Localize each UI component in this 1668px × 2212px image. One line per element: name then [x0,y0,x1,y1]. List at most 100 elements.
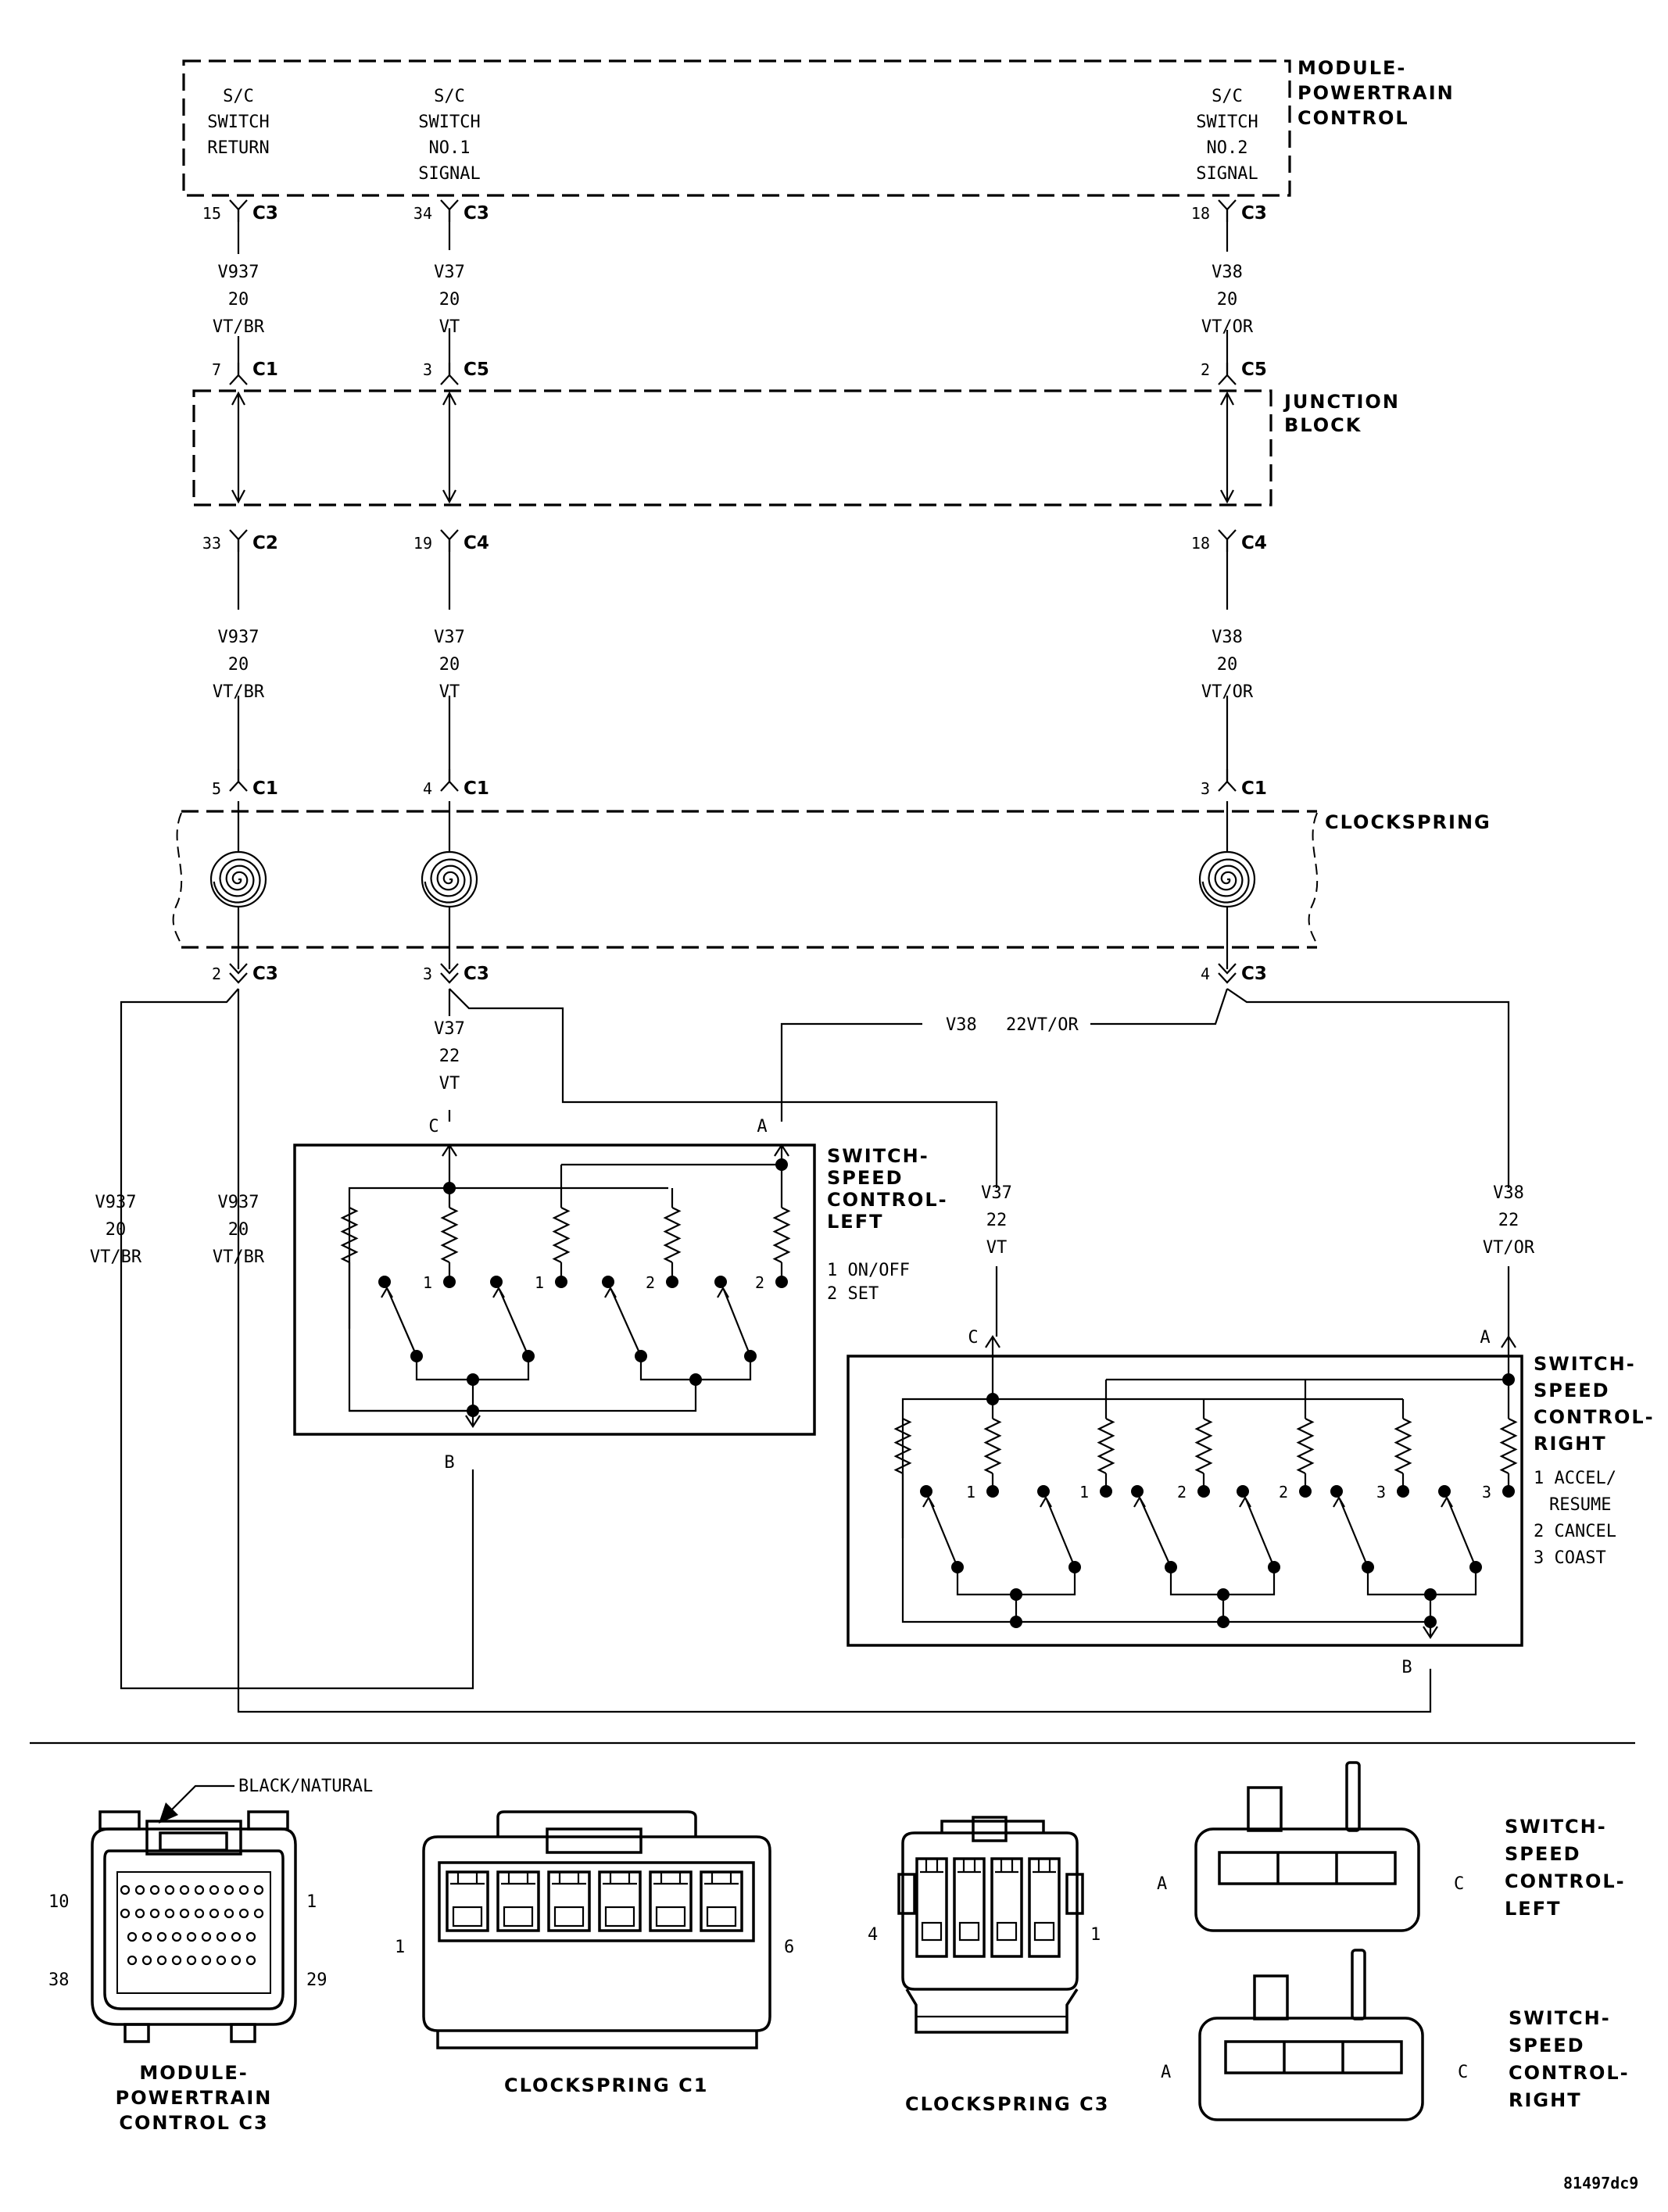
swl-inner-blade-0 [386,1289,418,1357]
swr-inner-contact-3 [1299,1485,1312,1498]
pcm-c3-body [91,1827,297,2026]
wire-v38-horiz-label-1: 22VT/OR [1006,1015,1079,1035]
pcm-c3-pin-1: 1 [306,1892,317,1912]
cs-out-fork-1 [440,963,459,984]
swl-title-line-2: CONTROL- [827,1189,948,1211]
swr-inner-blade-2 [1139,1498,1172,1568]
swl-inner-blade-arrow-2 [604,1286,617,1298]
swr-inner-contact-label-4: 3 [1376,1483,1386,1502]
cs-c1-cavity [446,1870,489,1932]
swr-title-line-1: SPEED [1534,1380,1610,1401]
swl-title-line-1: SPEED [827,1167,904,1189]
clockspring-spiral-1 [424,858,472,904]
swr-conn-pin-a: A [1161,2063,1171,2082]
cs-c1-body [422,1835,771,2032]
pcm.pins-pin-num-2: 18 [1191,204,1210,223]
wire-top-label-2-0: V38 [1212,263,1243,282]
pcm-sig1-line-0: S/C [434,87,465,106]
cs-out-pin-num-1: 3 [423,965,432,983]
clockspring-coil-0 [209,850,267,908]
pcm-cavity [209,1884,220,1895]
swr-inner-contact-4 [1397,1485,1409,1498]
pcm-cavity [253,1908,264,1919]
junction_block.pins_out-pin-num-2: 18 [1191,534,1210,553]
pcm-cavity [238,1884,249,1895]
cs-c3-body [901,1831,1079,1991]
swr-conn-label-line-1: SPEED [1509,2035,1585,2056]
cs-c3-top [940,1820,1045,1833]
clockspring-coil-1 [421,850,478,908]
swl-inner-top-bus [348,1187,668,1329]
wire-v937-outer [120,988,474,1690]
wire-v37-left-label-0: V37 [434,1019,465,1039]
wire-v37-left-label-2: VT [439,1074,460,1093]
swr-inner-contact-label-2: 2 [1177,1483,1187,1502]
connector-pcm-c3: BLACK/NATURAL 10 1 38 29 MODULE-POWERTRA… [48,1777,373,2134]
pcm-cavity [231,1955,242,1966]
switch-right-box [847,1355,1523,1647]
clockspring.pins_in-pin-conn-1: C1 [464,778,489,799]
wire-v38-right-route [1226,988,1510,1337]
swl-pin-b: B [444,1453,454,1473]
swl-inner-join-node-1 [689,1373,702,1386]
swr-legend-line-0: 1 ACCEL/ [1534,1469,1616,1488]
wire-top-label-1-0: V37 [434,263,465,282]
swr-conn-key [1253,1974,1289,2021]
pcm-c3-label-line-2: CONTROL C3 [119,2112,268,2134]
swl-inner-blade-arrow-1 [492,1286,505,1298]
cs-c1-pin-1: 1 [395,1938,405,1957]
junction_block.pins_out-pin-conn-0: C2 [252,533,278,553]
pcm-sig1-line-3: SIGNAL [418,164,480,184]
swr-inner-a-arrow [1501,1334,1516,1348]
jb-title-line-1: BLOCK [1284,414,1362,436]
wire-labels: V93720VT/BRV3720VTV3820VT/ORV93720VT/BRV… [90,263,1535,1267]
wire-top-label-0-0: V937 [218,263,260,282]
swr-inner-blade-4 [1338,1498,1369,1568]
pcm-sig2-line-3: SIGNAL [1196,164,1258,184]
swr-inner-blade-arrow-3 [1239,1495,1251,1508]
pcm-cavity [120,1908,131,1919]
cs-c3-cavities [915,1857,1061,1958]
swl-inner-blade-arrow-3 [717,1286,729,1298]
clockspring: CLOCKSPRING [172,810,1490,949]
junction_block.pins_in-pin-num-1: 3 [423,360,432,379]
swr-inner-blade-arrow-4 [1333,1495,1345,1508]
jb-arrow-1 [231,391,245,504]
cs-c1-label: CLOCKSPRING C1 [504,2074,708,2096]
pcm-cavity [201,1955,212,1966]
swr-inner-contact-2 [1197,1485,1210,1498]
pcm-c3-leader [167,1784,234,1814]
swr-inner-contact-label-5: 3 [1482,1483,1491,1502]
connector-clockspring-c1: 1 6 CLOCKSPRING C1 [395,1810,794,2096]
junction-block-bus [237,395,1229,500]
pcm-title-line-0: MODULE- [1298,57,1406,79]
cs-c3-cavity-lock [1033,1859,1056,1874]
junction_block.pins_in-pin-conn-2: C5 [1241,360,1267,380]
wire-mid-label-2-1: 20 [1217,655,1238,675]
pcm-cavity [245,1931,256,1942]
junction_block.pins_in-pin-num-0: 7 [212,360,221,379]
pcm-c3-leader-arrow [159,1802,178,1824]
swl-inner-join-node-0 [467,1373,479,1386]
pcm.pins-pin-num-1: 34 [413,204,432,223]
cs-c1-cavity [700,1870,743,1932]
clockspring.pins_in-pin-num-1: 4 [423,779,432,798]
cs-c3-label: CLOCKSPRING C3 [905,2093,1109,2115]
swl-inner-blade-arrow-0 [381,1286,393,1298]
swl-inner-res-left [340,1207,359,1263]
wire-v38-left-route [780,988,1229,1122]
wire-v937-a-label-1: 20 [106,1220,127,1240]
swr-inner-left-rail [901,1473,1430,1623]
pcm-c3-latch-right [247,1810,289,1831]
swl-conn-post [1345,1761,1361,1832]
clockspring.pins_in-pin-num-2: 3 [1201,779,1210,798]
